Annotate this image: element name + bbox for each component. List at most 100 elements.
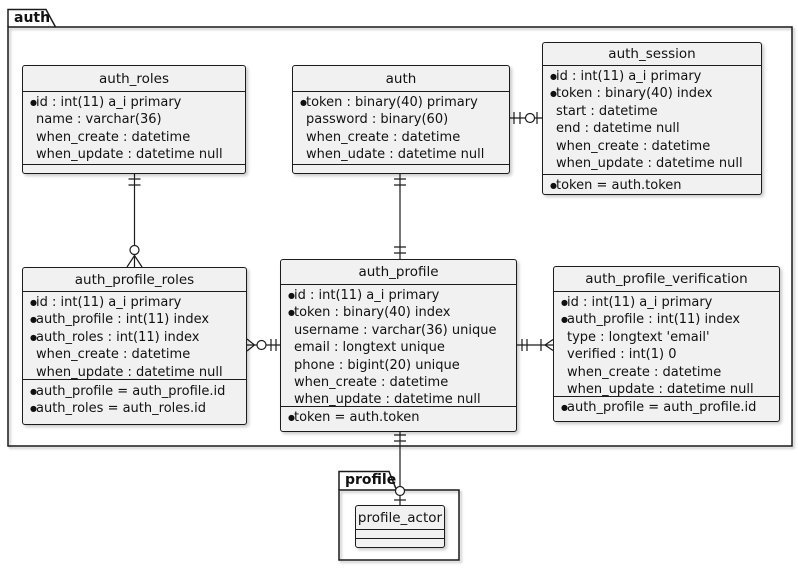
entity-attributes-auth_profile_verification: ●id : int(11) a_i primary●auth_profile :… xyxy=(554,291,779,396)
cardinality-one-or-many xyxy=(540,339,554,351)
cardinality-exactly-one xyxy=(270,339,277,351)
entity-attribute-text: when_create : datetime xyxy=(294,374,449,390)
entity-auth_profile_verification: auth_profile_verification●id : int(11) a… xyxy=(553,266,780,422)
entity-attribute: when_update : datetime null xyxy=(543,155,761,172)
relation-auth_roles-auth_profile_roles xyxy=(126,172,143,268)
entity-foreign-keys-auth_roles xyxy=(23,164,245,173)
entity-attribute-text: auth_profile : int(11) index xyxy=(36,312,210,328)
key-bullet-icon: ● xyxy=(561,315,568,325)
entity-attributes-profile_actor xyxy=(356,529,444,538)
entity-attribute: when_create : datetime xyxy=(554,364,779,381)
entity-attribute: when_update : datetime null xyxy=(554,381,779,396)
entity-profile_actor: profile_actor xyxy=(355,505,445,548)
entity-attribute: name : varchar(36) xyxy=(23,111,245,128)
entity-foreign-key-text: auth_profile = auth_profile.id xyxy=(567,400,757,415)
entity-attribute-text: when_create : datetime xyxy=(556,138,711,154)
entity-attribute: ●auth_roles : int(11) index xyxy=(23,329,246,346)
cardinality-zero-or-many xyxy=(126,244,143,268)
entity-attribute-text: username : varchar(36) unique xyxy=(294,322,497,338)
entity-attribute-text: when_udate : datetime null xyxy=(306,147,485,163)
entity-attribute-text: when_create : datetime xyxy=(36,347,191,363)
entity-foreign-keys-auth_session: ●token = auth.token xyxy=(543,174,761,194)
entity-attribute: ●token : binary(40) primary xyxy=(293,94,509,111)
entity-foreign-keys-auth_profile_verification: ●auth_profile = auth_profile.id xyxy=(554,396,779,421)
key-bullet-icon: ● xyxy=(30,98,37,107)
entity-attribute: ●auth_profile : int(11) index xyxy=(554,311,779,328)
entity-attribute-text: name : varchar(36) xyxy=(36,112,162,128)
entity-foreign-key: ●token = auth.token xyxy=(281,409,516,426)
entity-attribute-text: when_create : datetime xyxy=(306,129,461,145)
cardinality-zero-or-many xyxy=(246,338,267,352)
entity-auth_session: auth_session●id : int(11) a_i primary●to… xyxy=(542,42,762,195)
entity-attribute: email : longtext unique xyxy=(281,339,516,356)
entity-attribute-text: id : int(11) a_i primary xyxy=(294,288,440,303)
entity-attribute: when_update : datetime null xyxy=(23,364,246,379)
entity-title-profile_actor: profile_actor xyxy=(357,509,443,526)
relation-auth-auth_profile xyxy=(394,172,406,259)
entity-attribute: verified : int(1) 0 xyxy=(554,346,779,363)
entity-foreign-key: ●auth_roles = auth_roles.id xyxy=(23,400,246,417)
entity-attribute: ●id : int(11) a_i primary xyxy=(23,294,246,311)
entity-attribute-text: id : int(11) a_i primary xyxy=(36,295,182,310)
entity-attribute-text: when_create : datetime xyxy=(36,129,191,145)
key-bullet-icon: ● xyxy=(288,308,295,318)
entity-foreign-key-text: auth_roles = auth_roles.id xyxy=(36,401,207,417)
entity-attribute: when_update : datetime null xyxy=(23,146,245,163)
key-bullet-icon: ● xyxy=(561,403,568,412)
package-label-auth: auth xyxy=(14,10,51,26)
key-bullet-icon: ● xyxy=(561,298,568,307)
key-bullet-icon: ● xyxy=(300,98,307,107)
key-bullet-icon: ● xyxy=(550,181,557,190)
key-bullet-icon: ● xyxy=(30,404,37,414)
cardinality-exactly-one xyxy=(394,246,406,254)
cardinality-exactly-one xyxy=(521,339,528,351)
entity-foreign-keys-auth_profile: ●token = auth.token xyxy=(281,406,516,431)
entity-attribute-text: token : binary(40) primary xyxy=(306,95,478,110)
entity-attribute: ●token : binary(40) index xyxy=(543,85,761,102)
entity-foreign-keys-auth_profile_roles: ●auth_profile = auth_profile.id●auth_rol… xyxy=(23,379,246,424)
entity-attribute: ●id : int(11) a_i primary xyxy=(543,68,761,85)
entity-attribute: when_create : datetime xyxy=(543,138,761,155)
cardinality-zero-or-one xyxy=(394,485,406,501)
entity-auth_profile: auth_profile●id : int(11) a_i primary●to… xyxy=(280,259,517,432)
entity-title-auth_session: auth_session xyxy=(608,46,696,62)
relation-auth_profile_roles-auth_profile xyxy=(246,338,280,352)
entity-attribute-text: start : datetime xyxy=(556,103,658,119)
entity-foreign-key-text: token = auth.token xyxy=(556,178,682,193)
package-label-profile: profile xyxy=(345,472,397,488)
key-bullet-icon: ● xyxy=(30,332,37,342)
entity-title-auth: auth xyxy=(385,70,417,87)
cardinality-exactly-one xyxy=(394,434,406,442)
entity-attribute: type : longtext 'email' xyxy=(554,329,779,346)
entity-title-auth_profile_verification: auth_profile_verification xyxy=(585,271,748,287)
entity-attribute: phone : bigint(20) unique xyxy=(281,357,516,374)
entity-attribute: ●id : int(11) a_i primary xyxy=(23,94,245,111)
entity-attribute-text: end : datetime null xyxy=(556,121,680,137)
relation-auth_profile-auth_profile_verification xyxy=(517,339,554,351)
entity-attribute-text: auth_roles : int(11) index xyxy=(36,329,200,345)
entity-attribute-text: token : binary(40) index xyxy=(556,86,713,102)
entity-attribute: ●id : int(11) a_i primary xyxy=(281,287,516,304)
entity-foreign-key: ●auth_profile = auth_profile.id xyxy=(23,383,246,400)
entity-auth_profile_roles: auth_profile_roles●id : int(11) a_i prim… xyxy=(22,267,247,425)
entity-attribute: ●token : binary(40) index xyxy=(281,304,516,321)
entity-attribute: when_create : datetime xyxy=(23,129,245,146)
entity-attribute: when_create : datetime xyxy=(23,346,246,363)
cardinality-zero-or-one xyxy=(524,112,538,124)
entity-title-auth_profile_roles: auth_profile_roles xyxy=(74,271,195,288)
key-bullet-icon: ● xyxy=(288,291,295,300)
entity-attribute-text: id : int(11) a_i primary xyxy=(567,295,713,310)
cardinality-exactly-one xyxy=(394,178,406,186)
entity-foreign-key: ●token = auth.token xyxy=(543,177,761,194)
entity-attribute-text: token : binary(40) index xyxy=(294,305,451,321)
entity-foreign-key-text: auth_profile = auth_profile.id xyxy=(36,384,226,399)
key-bullet-icon: ● xyxy=(30,315,37,325)
entity-attribute-text: when_update : datetime null xyxy=(36,364,223,379)
relation-auth_profile-profile_actor xyxy=(394,430,406,505)
key-bullet-icon: ● xyxy=(30,298,37,307)
